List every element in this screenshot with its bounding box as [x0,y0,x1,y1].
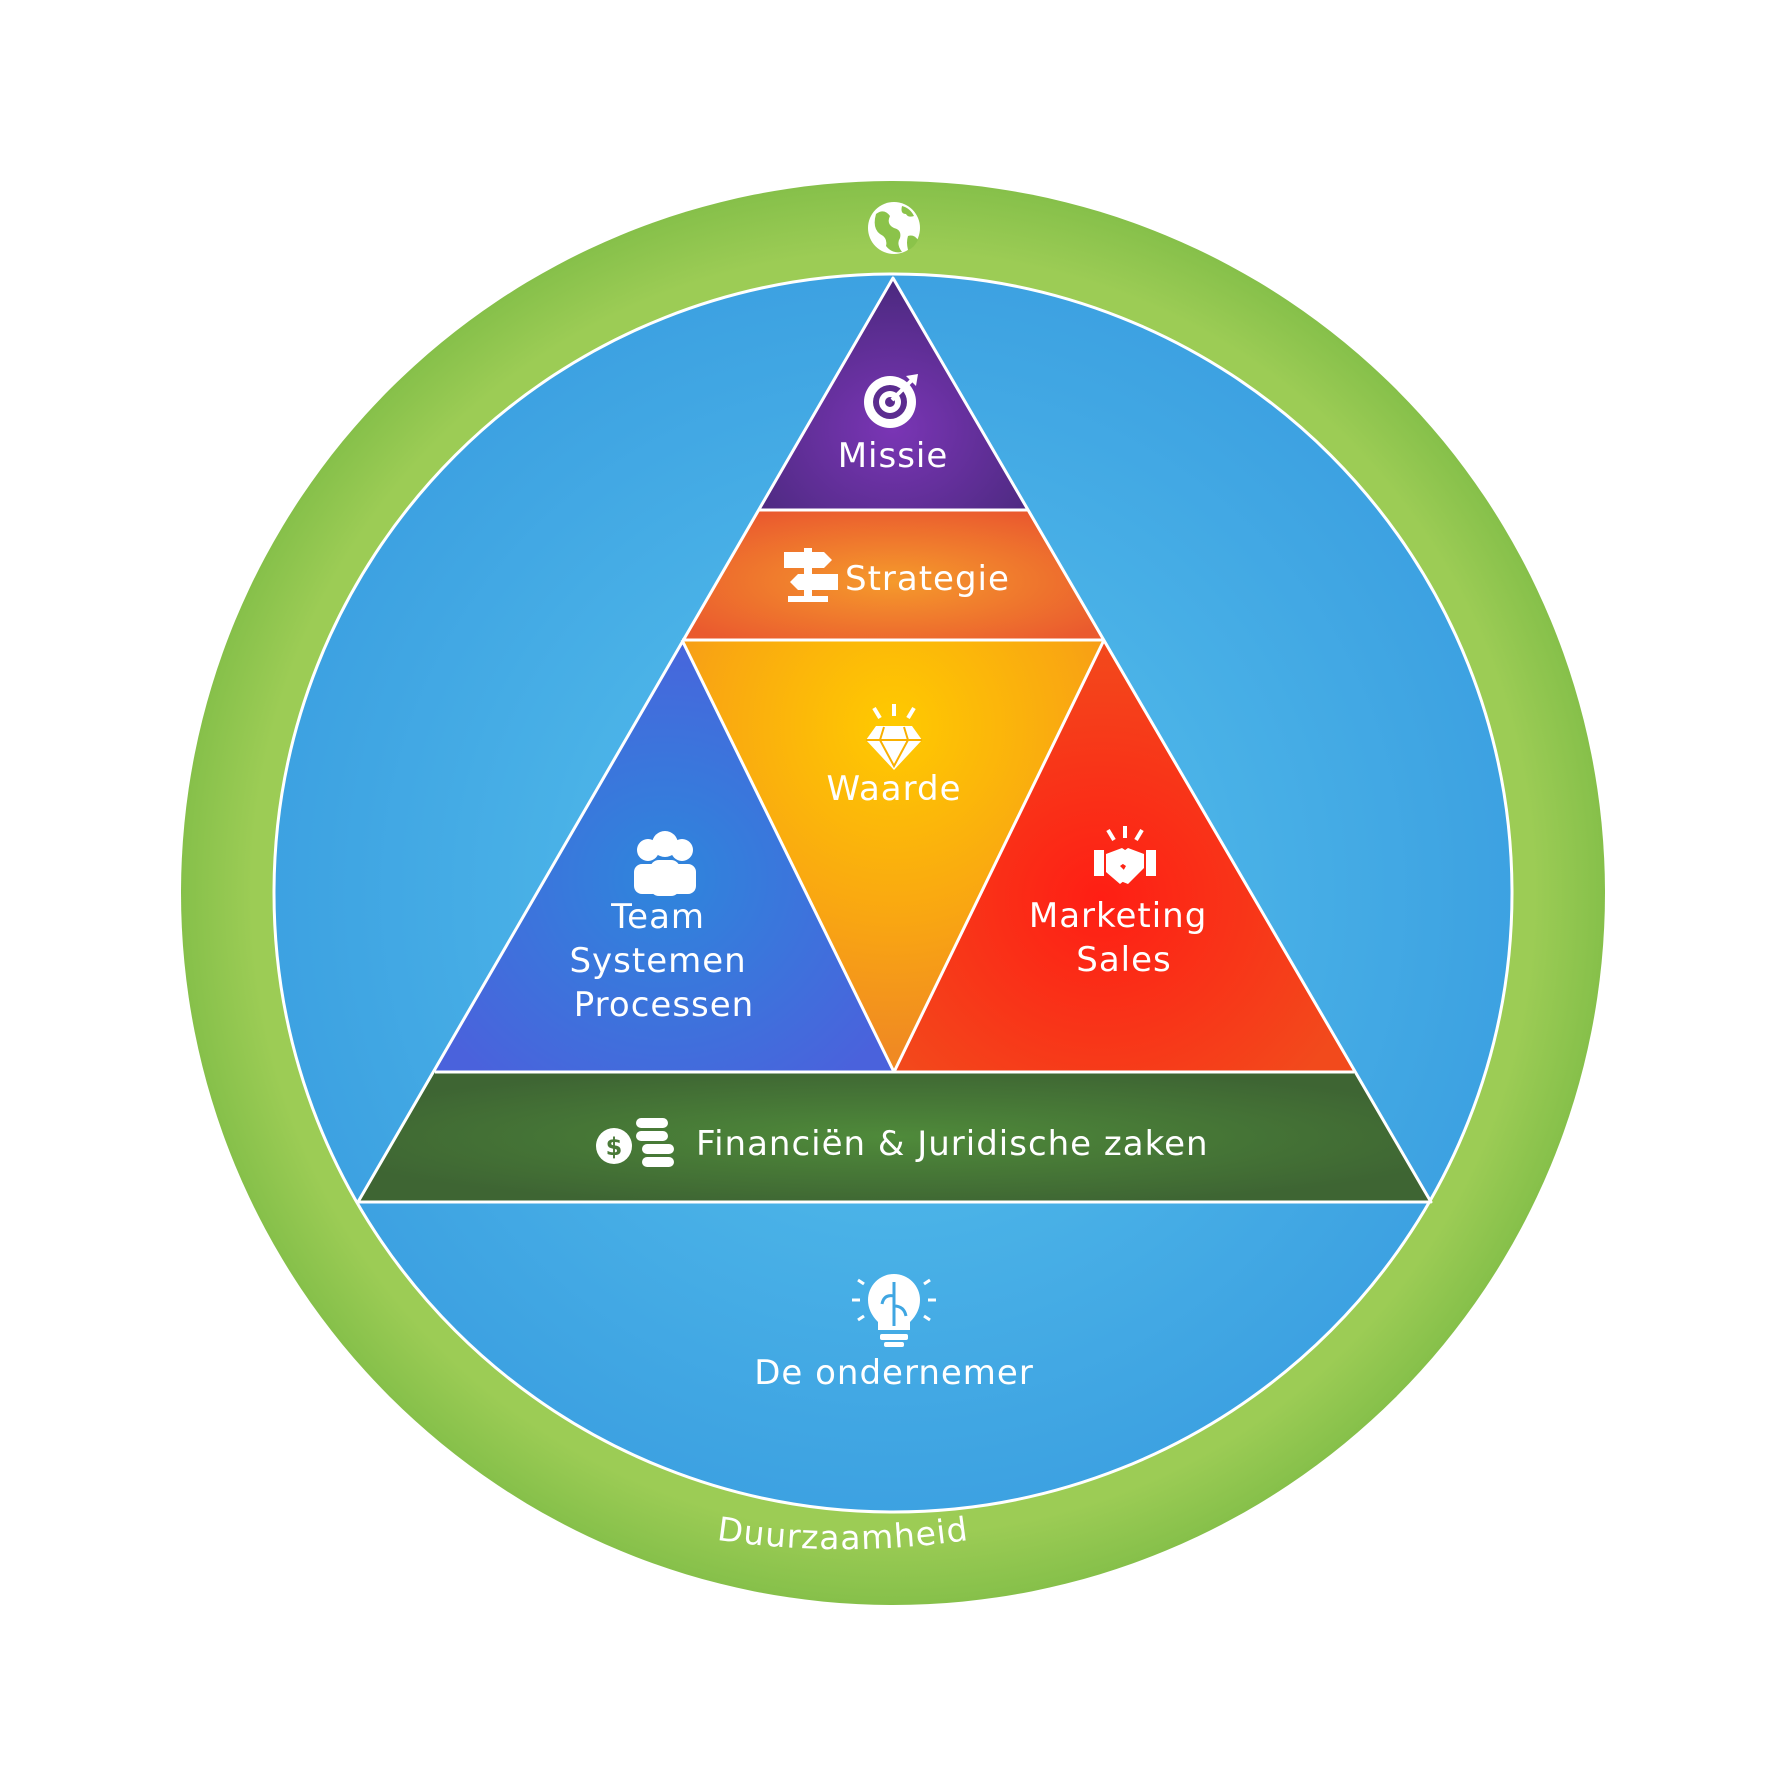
pyramid-outlines [356,276,1433,1204]
marketing-line-2: Sales [1076,940,1172,980]
team-line-2: Systemen [569,941,746,981]
marketing-line-1: Marketing [1029,896,1207,936]
strategie-label: Strategie [845,559,1010,599]
svg-text:$: $ [606,1133,623,1161]
target-icon [864,374,918,428]
marketing-label: Marketing Sales [1029,896,1219,980]
segment-waarde [682,640,1104,1072]
team-label: Team Systemen Processen [569,897,758,1025]
missie-label: Missie [838,436,949,476]
segment-strategie [682,510,1104,640]
diamond-icon [866,704,922,770]
globe-icon [868,202,920,254]
financien-label: Financiën & Juridische zaken [696,1124,1209,1164]
waarde-label: Waarde [827,769,962,809]
team-line-3: Processen [574,985,754,1025]
signpost-icon [784,548,838,602]
team-line-1: Team [610,897,705,937]
coins-icon: $ [596,1118,674,1167]
ondernemer-label: De ondernemer [754,1353,1034,1393]
segment-financien [358,1072,1431,1202]
handshake-icon [1094,826,1156,884]
people-icon [634,831,696,896]
lightbulb-brain-icon [852,1274,936,1347]
